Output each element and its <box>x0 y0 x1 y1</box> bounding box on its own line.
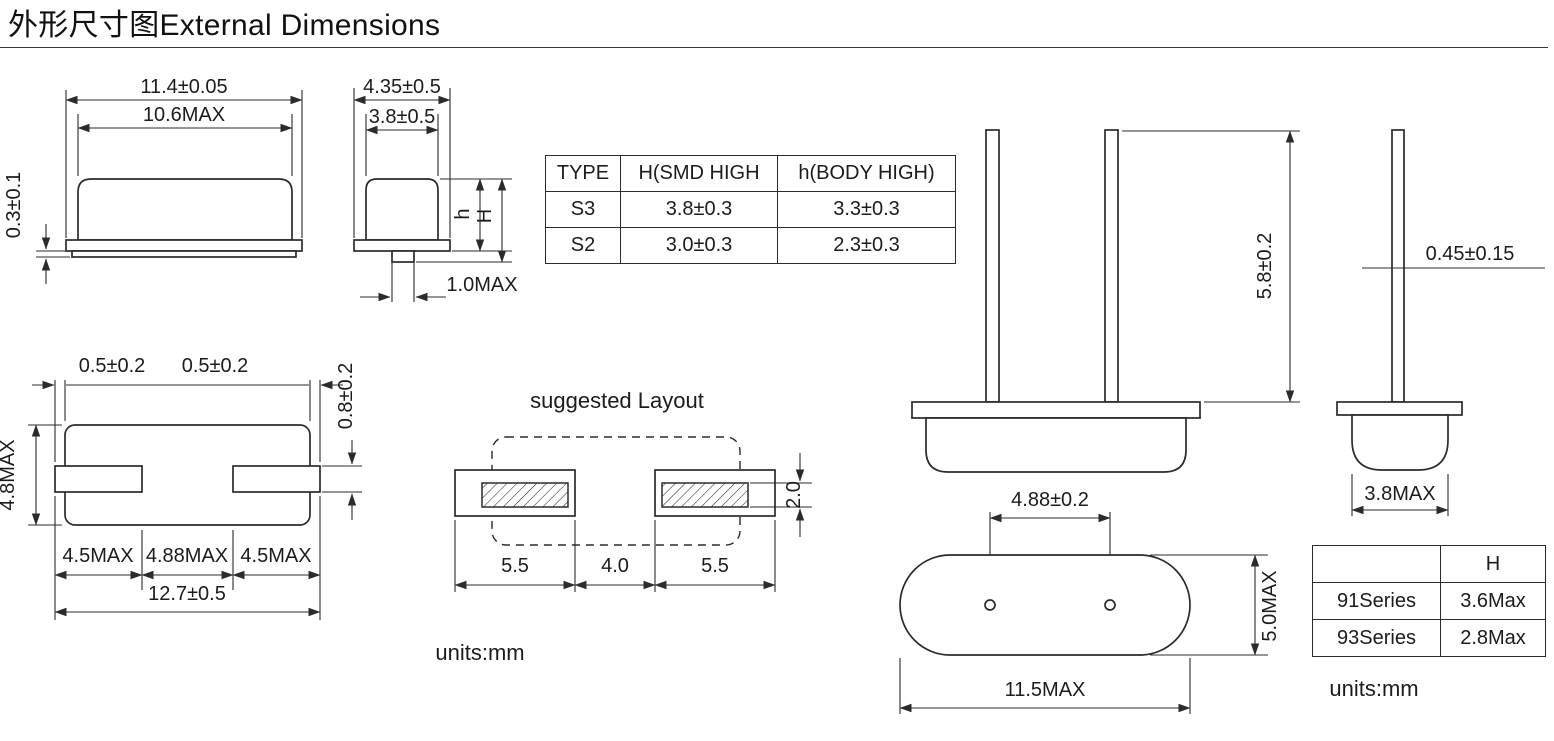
type-table-cell: S3 <box>545 191 621 228</box>
type-table-cell: 2.3±0.3 <box>777 227 956 264</box>
smd-bottom-pad-height-label: 0.8±0.2 <box>335 363 357 430</box>
type-table-cell: 3.3±0.3 <box>777 191 956 228</box>
th-side-thickness-dimension <box>1351 474 1449 516</box>
type-table-header-row: TYPE H(SMD HIGH h(BODY HIGH) <box>545 155 956 192</box>
type-table-cell: 3.0±0.3 <box>620 227 778 264</box>
smd-bottom-pad-gap-label: 4.88MAX <box>146 545 228 567</box>
th-front-left-lead <box>985 129 1000 403</box>
suggested-layout: suggested Layout 5.5 4.0 <box>435 388 812 665</box>
layout-gap-label: 4.0 <box>601 555 629 577</box>
smd-bottom-body-width-label: 4.8MAX <box>0 439 19 510</box>
series-table-header-blank <box>1312 545 1441 583</box>
th-front-lead-length-label: 5.8±0.2 <box>1254 233 1276 300</box>
smd-side-body-outline <box>77 178 293 241</box>
th-side-thickness-label: 3.8MAX <box>1364 483 1435 505</box>
series-table-cell: 3.6Max <box>1440 582 1546 620</box>
series-table-cell: 93Series <box>1312 619 1441 657</box>
smd-bottom-right-pad <box>232 465 321 493</box>
smd-side-dimension-lines <box>65 90 303 238</box>
suggested-layout-title: suggested Layout <box>530 388 704 413</box>
smd-type-table: TYPE H(SMD HIGH h(BODY HIGH) S3 3.8±0.3 … <box>545 155 956 264</box>
smd-bottom-total-length-label: 12.7±0.5 <box>148 583 226 605</box>
smd-bottom-overhang-right-label: 0.5±0.2 <box>182 355 249 377</box>
th-front-body-outline <box>925 417 1187 473</box>
layout-pad-height-dimension <box>750 453 812 537</box>
units-label-right: units:mm <box>1329 676 1418 701</box>
layout-right-pad-hatched <box>661 482 749 508</box>
series-table-cell: 91Series <box>1312 582 1441 620</box>
smd-side-pad-layer <box>71 250 297 258</box>
smd-end-height-dimensions <box>416 178 512 263</box>
series-height-table: H 91Series 3.6Max 93Series 2.8Max <box>1312 545 1546 657</box>
th-top-lead-spacing-label: 4.88±0.2 <box>1011 489 1089 511</box>
smd-bottom-pad-left-label: 4.5MAX <box>62 545 133 567</box>
smd-side-body-width-label: 10.6MAX <box>143 104 225 126</box>
smd-bottom-overhang-left-label: 0.5±0.2 <box>79 355 146 377</box>
smd-end-view: 4.35±0.5 3.8±0.5 h H 1.0MAX <box>353 76 518 302</box>
th-side-lead <box>1391 129 1405 403</box>
series-table-header-h: H <box>1440 545 1546 583</box>
type-table-header-smd-high: H(SMD HIGH <box>620 155 778 192</box>
th-front-lead-length-dimension <box>1122 130 1300 403</box>
th-side-body-outline <box>1351 414 1449 471</box>
type-table-header-body-high: h(BODY HIGH) <box>777 155 956 192</box>
smd-end-total-width-label: 4.35±0.5 <box>363 76 441 98</box>
th-front-view: 5.8±0.2 <box>911 129 1300 473</box>
layout-pad-left-label: 5.5 <box>501 555 529 577</box>
type-table-row-s2: S2 3.0±0.3 2.3±0.3 <box>545 227 956 264</box>
smd-end-lead-width-label: 1.0MAX <box>446 274 517 296</box>
smd-end-body-outline <box>365 178 439 241</box>
page-title: 外形尺寸图External Dimensions <box>8 9 441 42</box>
layout-left-pad-hatched <box>481 482 569 508</box>
smd-side-view: 11.4±0.05 10.6MAX 0.3±0.1 <box>3 76 303 284</box>
smd-end-body-width-label: 3.8±0.5 <box>369 106 436 128</box>
th-side-view: 0.45±0.15 3.8MAX <box>1336 129 1545 516</box>
series-table-row-93: 93Series 2.8Max <box>1312 619 1546 657</box>
series-table-row-91: 91Series 3.6Max <box>1312 582 1546 620</box>
smd-end-lead-width-dimension <box>360 262 446 302</box>
smd-bottom-view: 0.5±0.2 0.5±0.2 0.8±0.2 4.8MAX 4.5MAX 4.… <box>0 355 362 620</box>
layout-pad-height-label: 2.0 <box>783 481 805 509</box>
th-front-base <box>911 401 1201 419</box>
type-table-header-type: TYPE <box>545 155 621 192</box>
smd-bottom-bottom-dimensions <box>54 496 321 620</box>
th-side-lead-dia-label: 0.45±0.15 <box>1426 243 1515 265</box>
type-table-cell: S2 <box>545 227 621 264</box>
title-divider <box>0 47 1548 48</box>
th-top-width-dimension <box>1150 554 1268 656</box>
smd-bottom-left-pad <box>54 465 143 493</box>
smd-side-base <box>65 239 303 252</box>
smd-bottom-top-dimension <box>32 380 343 462</box>
smd-bottom-body-width-dimension <box>28 424 62 526</box>
th-top-left-lead-hole <box>984 599 996 611</box>
type-table-cell: 3.8±0.3 <box>620 191 778 228</box>
th-top-length-dimension <box>899 658 1191 714</box>
th-side-base <box>1336 401 1463 416</box>
smd-end-body-height-label: h <box>452 208 474 219</box>
smd-bottom-pad-right-label: 4.5MAX <box>240 545 311 567</box>
layout-pad-right-label: 5.5 <box>701 555 729 577</box>
th-top-length-label: 11.5MAX <box>1005 679 1086 701</box>
series-table-cell: 2.8Max <box>1440 619 1546 657</box>
layout-bottom-dimensions <box>454 520 776 592</box>
smd-end-dimension-lines <box>353 88 451 238</box>
type-table-row-s3: S3 3.8±0.3 3.3±0.3 <box>545 191 956 228</box>
smd-end-lead <box>391 250 415 263</box>
smd-side-total-width-label: 11.4±0.05 <box>140 76 227 98</box>
th-top-right-lead-hole <box>1104 599 1116 611</box>
th-front-right-lead <box>1104 129 1119 403</box>
series-table-header-row: H <box>1312 545 1546 583</box>
smd-side-standoff-dimension <box>36 224 70 284</box>
th-top-body-outline <box>899 554 1191 656</box>
smd-bottom-pad-height-dimension <box>322 440 362 520</box>
th-top-view: 4.88±0.2 5.0MAX 11.5MAX units:mm <box>899 489 1419 714</box>
smd-end-total-height-label: H <box>474 209 496 223</box>
units-label-left: units:mm <box>435 640 524 665</box>
smd-side-standoff-label: 0.3±0.1 <box>3 172 25 239</box>
smd-end-base <box>353 239 451 252</box>
th-top-width-label: 5.0MAX <box>1259 570 1281 641</box>
